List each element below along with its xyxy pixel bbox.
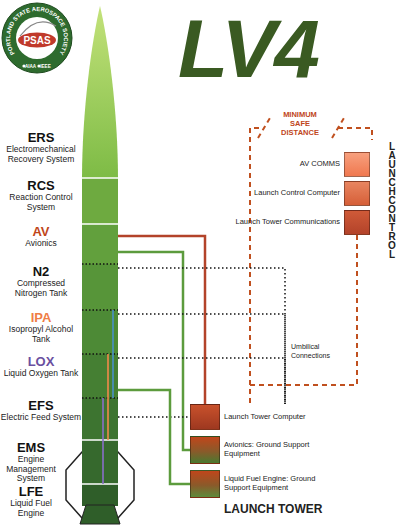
component-square — [344, 152, 370, 177]
label-column: RCSReaction Control System — [0, 179, 82, 212]
umbilical-line — [118, 416, 190, 418]
section-name: Avionics — [0, 239, 82, 249]
section-name: Liquid Oxygen Tank — [0, 369, 82, 379]
label-column: EFSElectric Feed System — [0, 399, 82, 423]
label-column: IPAIsopropyl Alcohol Tank — [0, 311, 82, 344]
control-box: AV COMMS — [300, 152, 370, 177]
affiliation: IEEE — [40, 64, 50, 69]
nitrogen-tank-section: N2Compressed Nitrogen Tank — [0, 264, 118, 310]
component-square — [344, 181, 370, 206]
section-abbreviation: EFS — [0, 399, 82, 413]
section-abbreviation: EMS — [0, 441, 62, 455]
tank-separators — [82, 264, 118, 398]
section-abbreviation: AV — [0, 225, 82, 239]
gse-cable — [118, 252, 190, 450]
umbilical-line — [118, 268, 285, 404]
section-separators — [82, 178, 118, 484]
section-name: Isopropyl Alcohol Tank — [0, 325, 82, 344]
nozzle — [80, 505, 120, 524]
lfe-band — [82, 484, 118, 506]
section-abbreviation: ERS — [0, 131, 82, 145]
section-name: Electric Feed System — [0, 413, 82, 423]
oxygen-tank-section: LOXLiquid Oxygen Tank — [0, 354, 118, 398]
n2-band — [82, 264, 118, 310]
diagram-title: LV4 — [178, 8, 318, 90]
nose-cone — [82, 6, 118, 179]
section-abbreviation: LFE — [0, 485, 62, 499]
label-column: AVAvionics — [0, 225, 82, 249]
recovery-section: ERSElectromechanical Recovery System — [0, 130, 118, 178]
component-square — [190, 436, 220, 464]
control-box: Launch Tower Communications — [236, 210, 371, 235]
affiliation: AIAA — [25, 64, 37, 69]
section-name: Reaction Control System — [0, 193, 82, 212]
psas-logo: PORTLAND STATE AEROSPACE SOCIETYPSAS AIAA… — [0, 0, 76, 78]
label-column: ERSElectromechanical Recovery System — [0, 131, 82, 164]
umbilical-note: Umbilical Connections — [291, 343, 343, 360]
av-band — [82, 224, 118, 264]
section-name: Liquid Fuel Engine — [0, 499, 62, 518]
logo-acronym: PSAS — [23, 35, 51, 46]
society-name: PORTLAND STATE AEROSPACE SOCIETY — [5, 6, 69, 56]
component-label: Launch Control Computer — [254, 189, 340, 198]
label-column: EMSEngine Management System — [0, 441, 62, 484]
engine-management-section: EMSEngine Management System — [0, 440, 118, 485]
logo-center — [16, 17, 58, 59]
boundary-note: MINIMUM SAFE DISTANCE — [277, 110, 323, 137]
component-label: Launch Tower Computer — [224, 413, 306, 422]
section-name: Electromechanical Recovery System — [0, 145, 82, 164]
reaction-control-section: RCSReaction Control System — [0, 178, 118, 224]
engine-section: LFELiquid Fuel Engine — [0, 484, 118, 524]
component-square — [190, 470, 220, 498]
component-label: Liquid Fuel Engine: Ground Support Equip… — [224, 475, 322, 492]
gse-cable — [118, 390, 190, 484]
alcohol-line — [107, 354, 109, 440]
component-label: AV COMMS — [300, 160, 340, 169]
section-abbreviation: IPA — [0, 311, 82, 325]
component-square — [344, 210, 370, 235]
feed-system-section: EFSElectric Feed System — [0, 398, 118, 440]
tower-box: Launch Tower Computer — [190, 404, 306, 430]
safe-distance-boundary — [250, 118, 372, 385]
control-box: Launch Control Computer — [254, 181, 370, 206]
section-name: Compressed Nitrogen Tank — [0, 279, 82, 298]
tower-box: Liquid Fuel Engine: Ground Support Equip… — [190, 470, 322, 498]
umbilical-line — [118, 358, 285, 404]
tower-box: Avionics: Ground Support Equipment — [190, 436, 322, 464]
avionics-section: AVAvionics — [0, 224, 118, 264]
radio-link — [250, 235, 357, 404]
logo-ring — [2, 3, 72, 73]
logo-band — [18, 33, 56, 48]
section-name: Engine Management System — [0, 455, 62, 484]
label-column: LOXLiquid Oxygen Tank — [0, 355, 82, 379]
nitrogen-line — [112, 310, 114, 398]
launch-control-group: LAUNCH CONTROL AV COMMS Launch Control Com… — [240, 140, 398, 270]
launch-tower-group: LAUNCH TOWER Launch Tower ComputerAvionic… — [186, 400, 336, 524]
component-square — [190, 404, 220, 430]
ems-band — [82, 440, 118, 484]
group-title: LAUNCH CONTROL — [387, 142, 397, 259]
section-abbreviation: LOX — [0, 355, 82, 369]
section-abbreviation: RCS — [0, 179, 82, 193]
label-column: LFELiquid Fuel Engine — [0, 485, 62, 518]
component-label: Launch Tower Communications — [236, 218, 341, 227]
section-abbreviation: N2 — [0, 265, 82, 279]
efs-band — [82, 398, 118, 440]
group-title: LAUNCH TOWER — [224, 502, 322, 516]
rcs-band — [82, 178, 118, 224]
oxygen-line — [102, 398, 104, 484]
component-label: Avionics: Ground Support Equipment — [224, 441, 322, 458]
label-column: N2Compressed Nitrogen Tank — [0, 265, 82, 298]
alcohol-tank-section: IPAIsopropyl Alcohol Tank — [0, 310, 118, 354]
avionics-cable — [118, 236, 205, 404]
